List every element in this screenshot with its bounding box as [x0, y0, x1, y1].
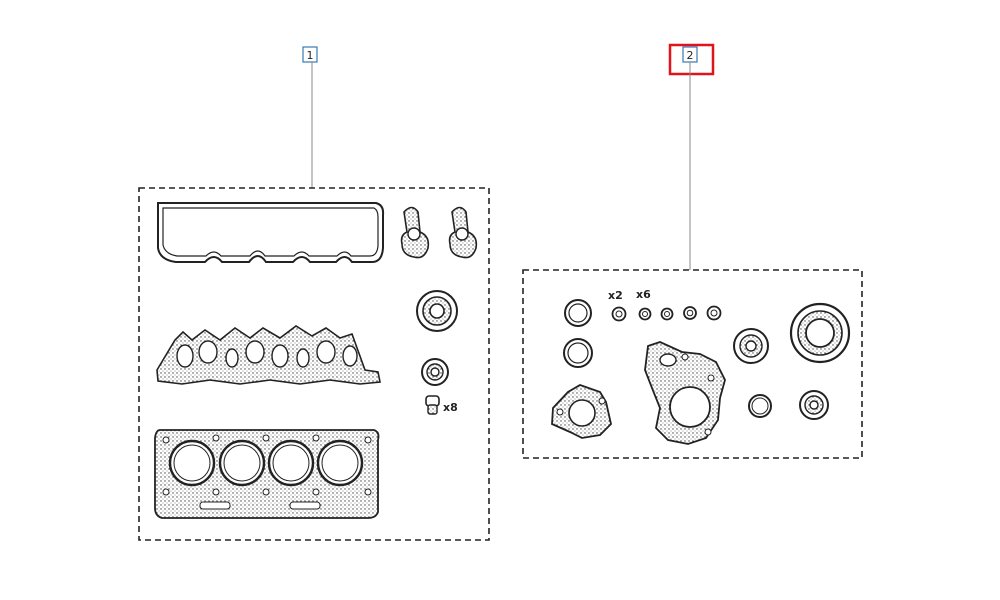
o-ring-middle [563, 338, 593, 368]
small-oil-seal [799, 390, 829, 420]
valve-cover-gasket [157, 202, 385, 263]
water-pump-gasket [644, 341, 726, 445]
gasket-kit-1-frame[interactable] [138, 187, 490, 541]
crankshaft-seal [789, 302, 851, 364]
flange-gasket-right [448, 206, 478, 259]
qty-x6: x6 [636, 288, 651, 301]
valve-stem-seal [425, 395, 440, 415]
thermostat-gasket [551, 384, 612, 439]
o-ring-top [564, 299, 592, 327]
small-seal-1 [611, 306, 627, 322]
selection-highlight [668, 43, 715, 76]
o-ring-bottom [748, 394, 772, 418]
qty-x8: x8 [443, 401, 458, 414]
small-seal-4 [683, 306, 697, 320]
flange-gasket-left [400, 206, 430, 259]
small-seal-2 [638, 307, 652, 321]
cylinder-head-gasket [154, 429, 380, 519]
gasket-kit-2-frame[interactable] [522, 269, 863, 459]
callout-2-label: 2 [687, 49, 694, 62]
qty-x2: x2 [608, 289, 623, 302]
callout-1-label: 1 [307, 49, 314, 62]
callout-1[interactable]: 1 [302, 46, 318, 63]
manifold-gasket [156, 325, 381, 385]
small-seal-5 [706, 305, 722, 321]
callout-2[interactable]: 2 [682, 46, 698, 63]
small-seal-3 [660, 307, 674, 321]
oil-seal-small [421, 358, 449, 386]
oil-seal-large [416, 290, 458, 332]
camshaft-seal [733, 328, 769, 364]
